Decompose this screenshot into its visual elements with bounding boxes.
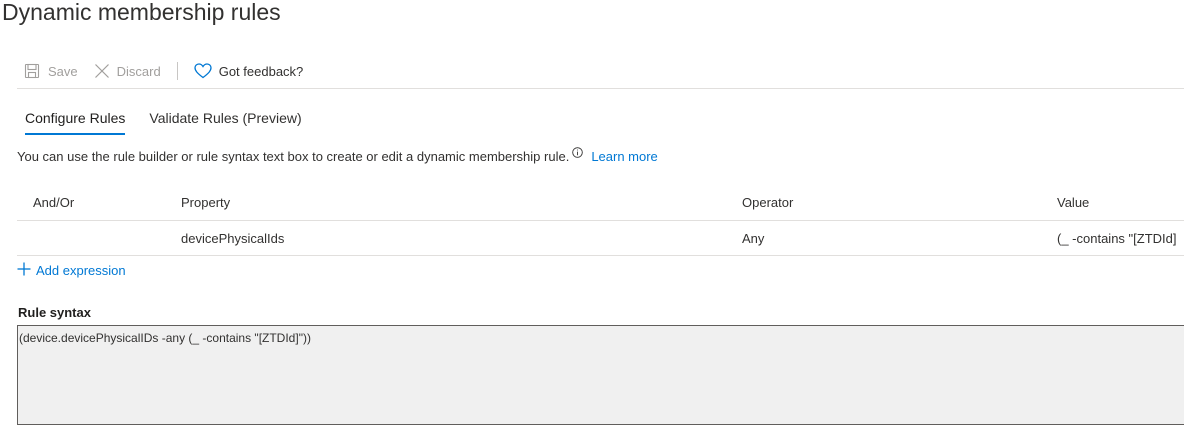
toolbar-divider <box>17 88 1184 89</box>
column-header-value: Value <box>1057 195 1090 210</box>
rule-syntax-textbox[interactable]: (device.devicePhysicalIDs -any (_ -conta… <box>17 325 1184 425</box>
column-header-operator: Operator <box>742 195 794 210</box>
tab-validate-rules[interactable]: Validate Rules (Preview) <box>149 110 302 126</box>
rule-syntax-label: Rule syntax <box>18 305 91 320</box>
add-expression-button[interactable]: Add expression <box>17 262 126 279</box>
plus-icon <box>17 262 31 279</box>
column-header-andor: And/Or <box>33 195 75 210</box>
heart-icon <box>194 63 212 79</box>
learn-more-link[interactable]: Learn more <box>591 149 658 164</box>
page-title: Dynamic membership rules <box>2 0 281 25</box>
feedback-label: Got feedback? <box>218 63 304 79</box>
discard-button[interactable]: Discard <box>94 63 161 79</box>
command-bar: Save Discard Got feedback? <box>24 60 303 82</box>
close-icon <box>94 63 110 79</box>
feedback-button[interactable]: Got feedback? <box>194 63 304 79</box>
info-line: You can use the rule builder or rule syn… <box>17 146 658 164</box>
save-label: Save <box>48 63 78 79</box>
rules-table: And/Or Property Operator Value devicePhy… <box>17 185 1184 256</box>
table-row[interactable]: devicePhysicalIds Any (_ -contains "[ZTD… <box>17 221 1184 256</box>
save-icon <box>24 63 40 79</box>
value-cell[interactable]: (_ -contains "[ZTDId] <box>1057 230 1177 246</box>
property-cell[interactable]: devicePhysicalIds <box>181 230 285 246</box>
tab-bar: Configure Rules Validate Rules (Preview) <box>25 110 326 135</box>
info-icon[interactable] <box>572 146 584 161</box>
table-header-row: And/Or Property Operator Value <box>17 185 1184 221</box>
toolbar-separator <box>176 62 178 80</box>
operator-cell[interactable]: Any <box>742 230 765 246</box>
discard-label: Discard <box>116 63 161 79</box>
save-button[interactable]: Save <box>24 63 78 79</box>
andor-cell[interactable] <box>33 221 173 255</box>
add-expression-label: Add expression <box>36 263 126 278</box>
column-header-property: Property <box>181 195 231 210</box>
info-text: You can use the rule builder or rule syn… <box>17 149 570 164</box>
tab-configure-rules[interactable]: Configure Rules <box>25 110 126 135</box>
